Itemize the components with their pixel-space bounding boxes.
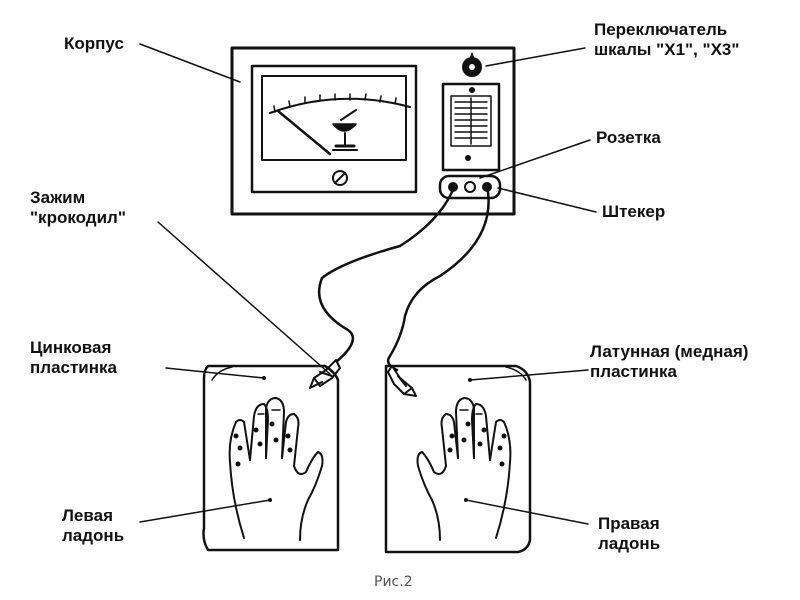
leader-dots: [262, 376, 472, 502]
label-crocodile-clip: Зажим "крокодил": [30, 188, 126, 227]
range-switch-knob-icon: [462, 52, 482, 77]
zinc-plate: [202, 364, 340, 552]
label-zinc-plate: Цинковая пластинка: [30, 338, 117, 377]
label-plug: Штекер: [602, 202, 666, 221]
brass-plate: [384, 364, 532, 554]
label-left-palm: Левая ладонь: [62, 506, 125, 545]
crocodile-clip-right: [387, 365, 417, 397]
right-hand-icon: [416, 397, 512, 541]
label-brass-plate: Латунная (медная) пластинка: [590, 342, 749, 381]
meter-symbol-icon: [332, 109, 358, 151]
zero-adjust-screw-icon: [332, 170, 348, 186]
socket-icon: [438, 174, 502, 200]
leader-lines: [139, 43, 597, 525]
figure-caption: Рис.2: [374, 574, 413, 590]
label-case: Корпус: [64, 34, 124, 53]
label-range-switch: Переключатель шкалы "X1", "X3": [594, 20, 740, 59]
device-case: [230, 46, 516, 216]
label-right-palm: Правая ладонь: [598, 514, 661, 553]
wires: [317, 190, 490, 372]
label-socket: Розетка: [596, 128, 661, 147]
left-hand-icon: [228, 397, 324, 541]
